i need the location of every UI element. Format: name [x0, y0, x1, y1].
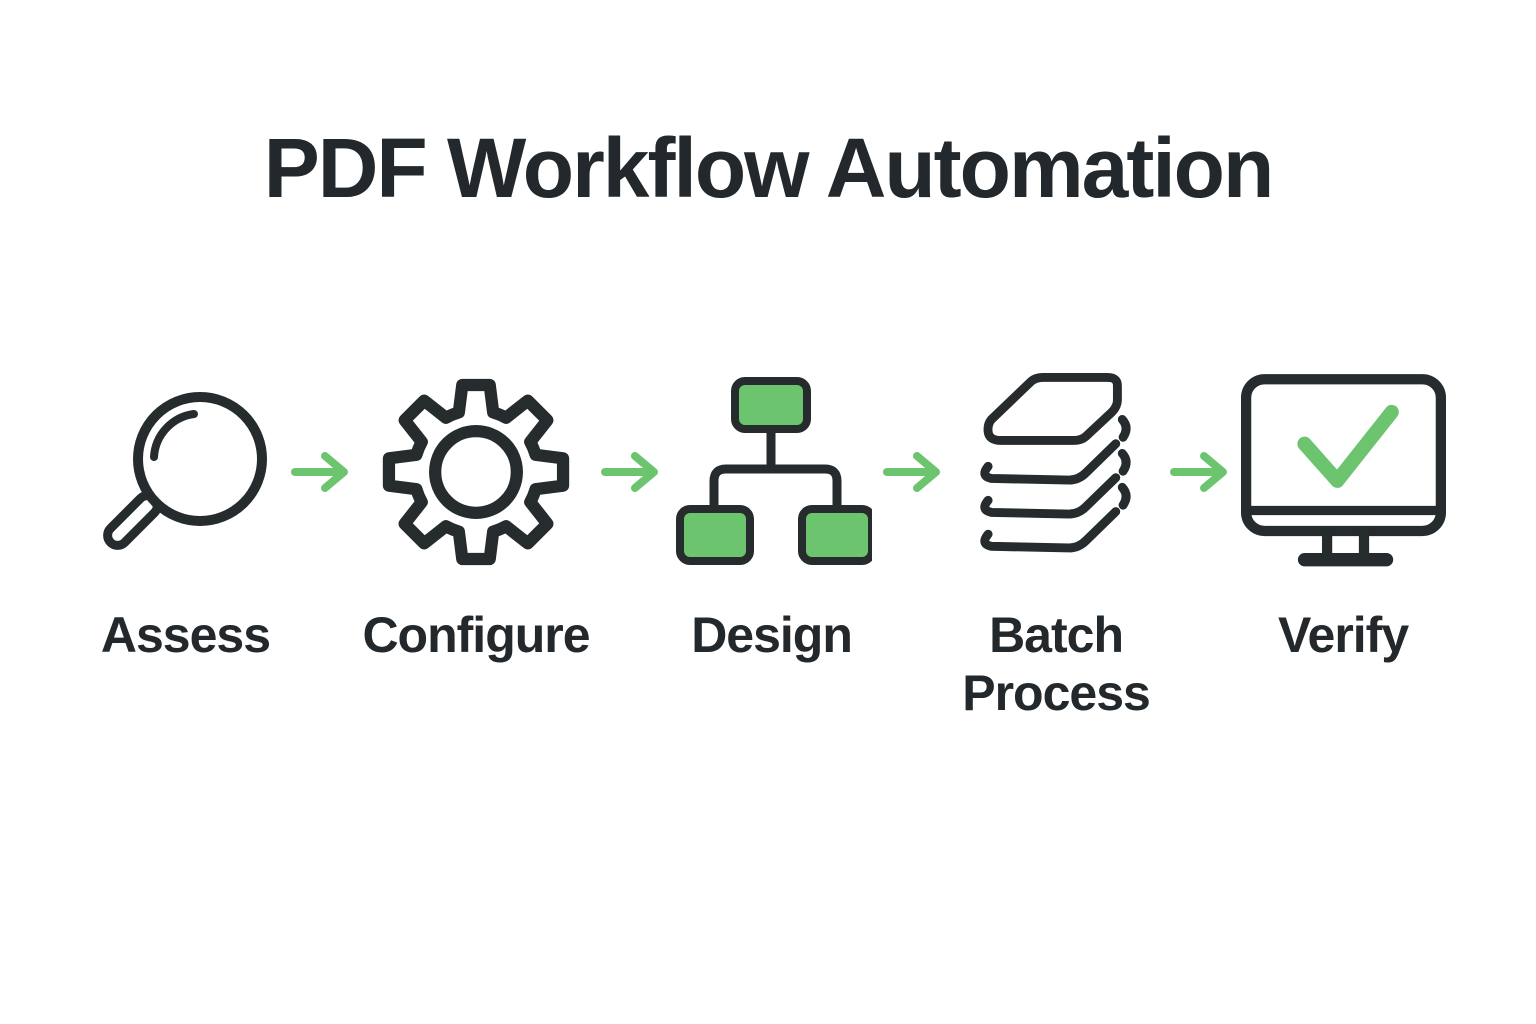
arrow-right-icon-svg [882, 451, 940, 492]
step-label: Batch Process [962, 607, 1151, 721]
arrow-right-icon-svg [1169, 451, 1227, 492]
step-verify: Verify [1240, 364, 1446, 665]
step-label: Verify [1277, 607, 1409, 664]
step-configure: Configure [362, 364, 591, 665]
gear-icon-svg [382, 378, 570, 566]
page-title: PDF Workflow Automation [263, 121, 1275, 215]
magnifier-icon-svg [103, 392, 268, 551]
magnifier-icon [90, 364, 280, 579]
step-batch-process: Batch Process [954, 364, 1159, 722]
monitor-check-icon [1240, 364, 1446, 579]
arrow-right-icon [290, 364, 352, 579]
layers-icon-svg [980, 372, 1131, 553]
layers-icon [975, 364, 1137, 579]
arrow-right-icon [600, 364, 662, 579]
step-label: Design [691, 607, 853, 664]
flowchart-icon-svg [675, 376, 872, 565]
arrow-right-icon [1169, 364, 1231, 579]
arrow-right-icon [882, 364, 944, 579]
monitor-check-icon-svg [1240, 374, 1446, 567]
flowchart-icon [672, 364, 872, 579]
step-label: Configure [362, 607, 590, 664]
arrow-right-icon-svg [600, 451, 658, 492]
workflow-steps: Assess Configure [90, 364, 1446, 722]
gear-icon [378, 364, 574, 579]
step-design: Design [672, 364, 872, 665]
step-label: Assess [100, 607, 271, 664]
step-assess: Assess [90, 364, 280, 665]
arrow-right-icon-svg [291, 451, 349, 492]
